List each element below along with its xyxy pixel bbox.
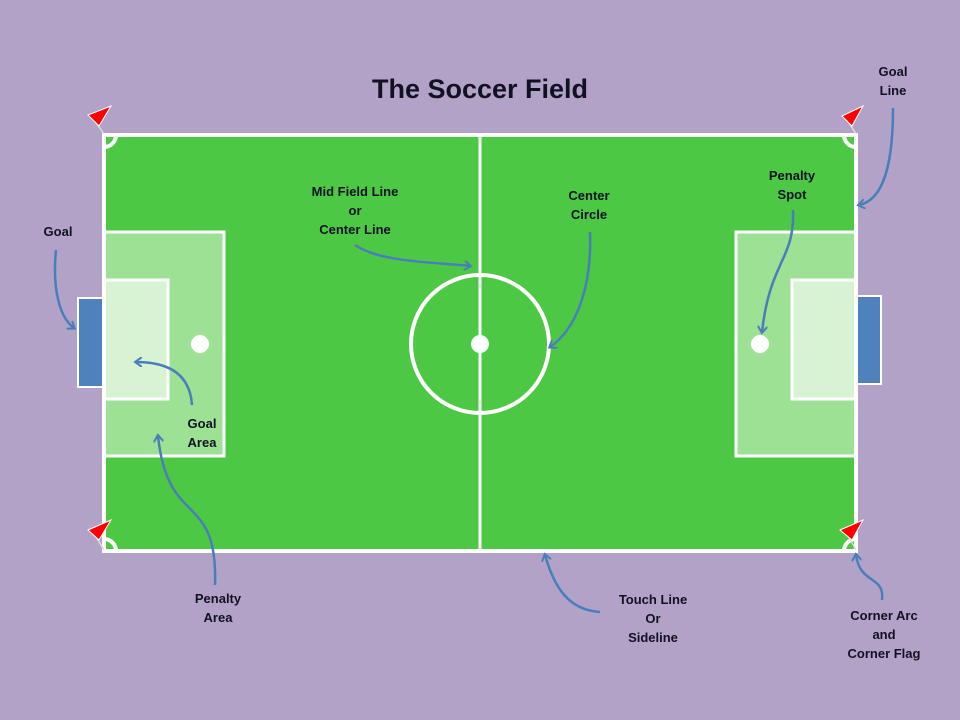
arrow-goal-line [859,107,895,205]
label-corner: Corner Arc and Corner Flag [848,608,921,661]
arrow-penalty-spot [762,209,795,332]
label-center-circle: Center Circle [568,188,609,222]
label-goal-line: Goal Line [879,64,908,98]
label-mid-field-line: Mid Field Line or Center Line [312,184,399,237]
arrow-mid-field-line [354,243,470,266]
arrow-goal-area [136,362,194,406]
label-line: and [872,627,895,642]
label-line: Goal [188,416,217,431]
label-touch-line: Touch Line Or Sideline [619,592,687,645]
corner-arc-top-left [103,134,118,149]
label-line: Area [204,610,234,625]
corner-flag-top-right [841,104,865,135]
right-goal [855,295,882,385]
label-line: Line [880,83,907,98]
label-line: or [349,203,362,218]
arrow-penalty-area [158,436,217,586]
corner-arc-top-right [842,134,857,149]
right-goal-area [790,278,858,401]
label-goal-area: Goal Area [188,416,218,450]
field-boundary [102,133,858,553]
arrow-corner [856,555,884,601]
label-line: Corner Flag [848,646,921,661]
diagram-title: The Soccer Field [372,74,588,104]
label-line: Spot [778,187,808,202]
arrow-center-circle [550,231,592,347]
left-goal [77,297,105,388]
label-line: Area [188,435,218,450]
left-goal-area [102,278,170,401]
corner-arc-bottom-left [103,537,118,552]
label-line: Mid Field Line [312,184,399,199]
center-spot [471,335,489,353]
corner-flag-top-left [87,105,113,135]
label-line: Corner Arc [850,608,917,623]
arrow-touch-line [545,555,601,614]
corner-flag-bottom-right [839,518,865,551]
label-penalty-area: Penalty Area [195,591,242,625]
right-penalty-spot [751,335,769,353]
arrow-goal [53,249,74,328]
label-line: Goal [879,64,908,79]
label-line: Center [568,188,609,203]
label-line: Penalty [195,591,242,606]
corner-arc-bottom-right [842,537,857,552]
label-line: Touch Line [619,592,687,607]
left-penalty-spot [191,335,209,353]
label-line: Penalty [769,168,816,183]
label-line: Center Line [319,222,391,237]
label-line: Or [645,611,660,626]
label-goal: Goal [44,224,73,239]
label-penalty-spot: Penalty Spot [769,168,816,202]
label-line: Sideline [628,630,678,645]
label-line: Circle [571,207,607,222]
corner-flag-bottom-left [87,518,113,551]
